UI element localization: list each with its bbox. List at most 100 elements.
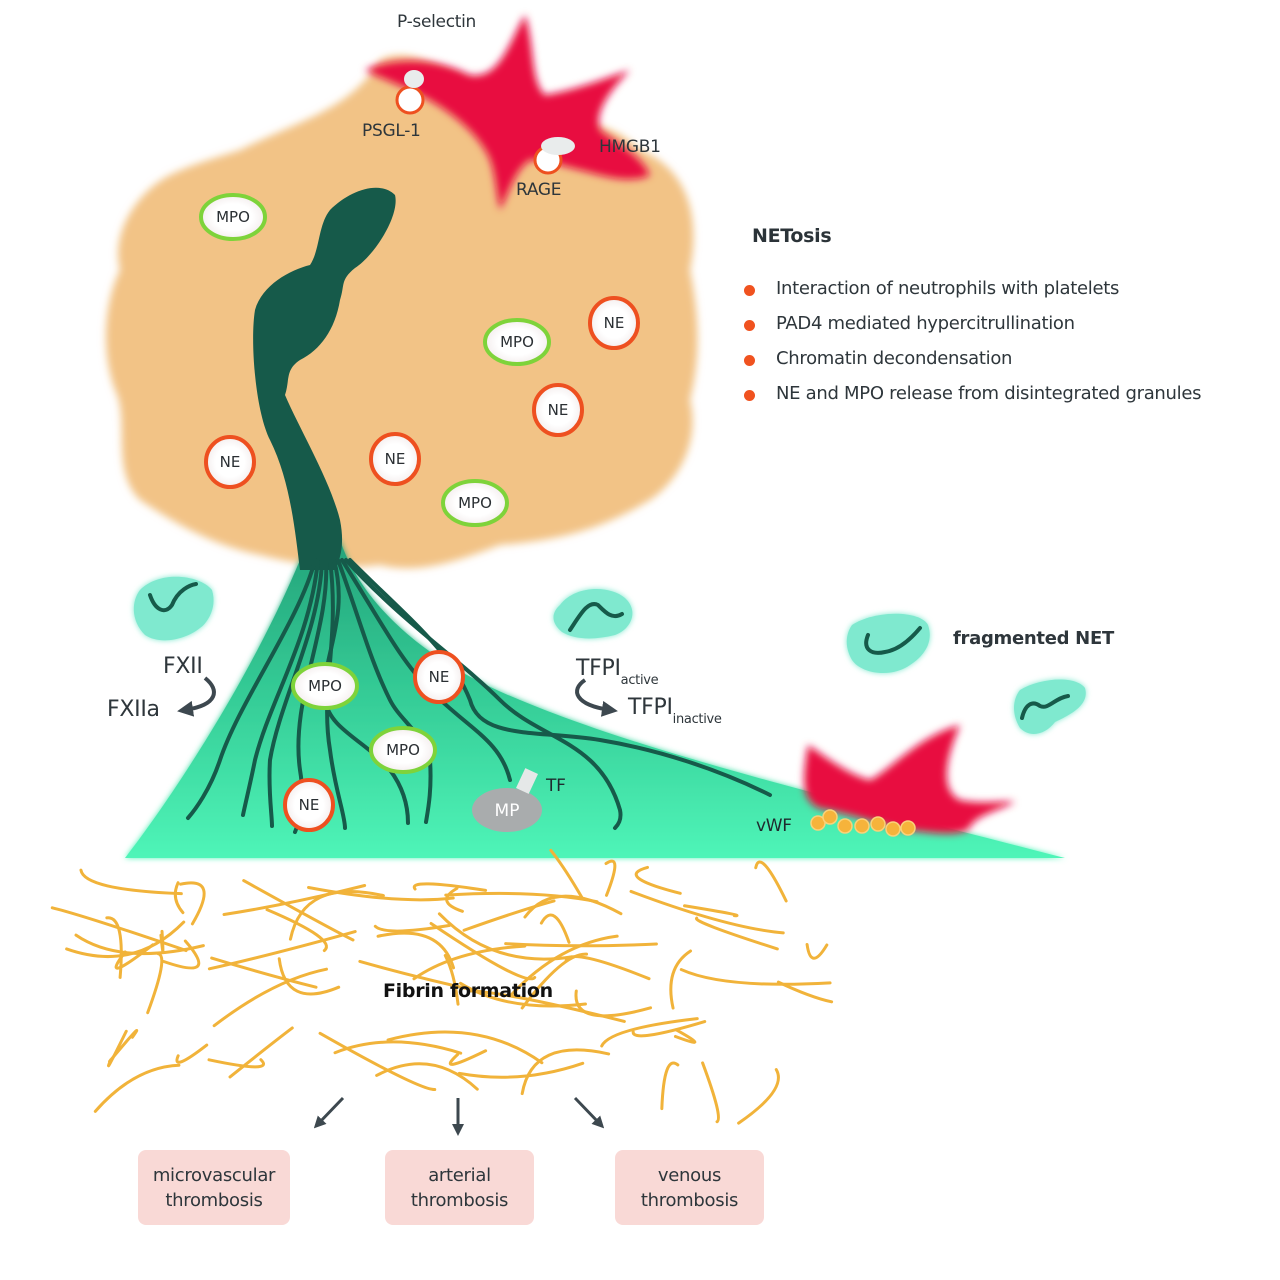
fibrin-strand: [520, 952, 589, 1010]
bullet-icon: [744, 390, 755, 401]
inactive-subscript: inactive: [672, 712, 722, 727]
fibrin-strand: [429, 921, 537, 981]
outcome-line: arterial: [428, 1164, 491, 1186]
psgl1-pselectin-receptor: [395, 70, 425, 115]
vwf-strand: [810, 809, 916, 837]
platelet-top: [365, 15, 650, 210]
fibrin-strand: [523, 894, 623, 919]
fibrin-formation-label: Fibrin formation: [383, 980, 553, 1002]
tfpi-active-label: TFPIactive: [576, 656, 659, 688]
mpo-granule: MPO: [369, 726, 437, 774]
fibrin-strand: [74, 933, 205, 956]
ne-granule: NE: [369, 432, 421, 486]
active-subscript: active: [620, 673, 659, 688]
fibrin-strand: [805, 942, 829, 960]
netosis-item-text: Chromatin decondensation: [776, 348, 1013, 369]
tfpi-text: TFPI: [628, 695, 673, 720]
fibrin-strand: [669, 949, 693, 1010]
fibrin-strand: [695, 916, 779, 951]
fibrin-strand: [179, 881, 206, 926]
fibrin-strand: [108, 1028, 139, 1063]
fibrin-strand: [175, 1043, 209, 1064]
fibrin-strand: [504, 942, 658, 948]
netosis-item-text: PAD4 mediated hypercitrullination: [776, 313, 1075, 334]
fibrin-strand: [277, 957, 341, 996]
fibrin-strand: [549, 848, 584, 899]
fibrin-strand: [210, 956, 318, 989]
tfpi-conversion-arrow: [575, 678, 618, 717]
fibrin-strand: [373, 923, 452, 933]
fibrin-strand: [376, 931, 456, 970]
fibrin-strand: [754, 860, 788, 903]
netosis-list: Interaction of neutrophils with platelet…: [744, 271, 1202, 411]
arrow-venous: [573, 1096, 605, 1129]
net-fragment: [133, 576, 214, 641]
fibrin-strand: [386, 1030, 544, 1065]
neutrophil-cell: [105, 55, 698, 569]
fibrin-strand: [159, 929, 165, 953]
mpo-label: MPO: [458, 494, 492, 512]
mpo-granule: MPO: [441, 479, 509, 527]
outcome-line: thrombosis: [165, 1189, 263, 1211]
fibrin-strand: [333, 1040, 463, 1055]
tfpi-inactive-label: TFPIinactive: [628, 695, 722, 727]
net-fragment: [553, 588, 633, 639]
mpo-label: MPO: [500, 333, 534, 351]
netosis-item: NE and MPO release from disintegrated gr…: [744, 376, 1202, 411]
ne-granule: NE: [532, 383, 584, 437]
fibrin-strand: [443, 953, 460, 1006]
ne-label: NE: [385, 450, 406, 468]
fibrin-strand: [228, 1026, 294, 1079]
fibrin-strand: [679, 968, 832, 986]
rage-label: RAGE: [516, 180, 562, 200]
fibrin-strand: [673, 1028, 697, 1044]
ne-granule: NE: [283, 778, 335, 832]
fibrin-strand: [629, 889, 785, 935]
fibrin-strand: [93, 1063, 181, 1113]
ne-label: NE: [429, 668, 450, 686]
bullet-icon: [744, 320, 755, 331]
fibrin-strand: [222, 884, 367, 916]
outcome-line: thrombosis: [410, 1189, 509, 1211]
fibrin-strand: [318, 1031, 437, 1092]
fibrin-strand: [448, 1049, 488, 1066]
fibrin-strand: [105, 916, 123, 979]
fibrin-strand: [600, 1017, 699, 1048]
fibrin-strand: [265, 908, 328, 953]
bullet-icon: [744, 285, 755, 296]
mp-label: MP: [495, 801, 520, 821]
fibrin-strand: [737, 1068, 780, 1125]
fibrin-strand: [375, 1062, 479, 1091]
tf-label: TF: [546, 776, 566, 796]
mpo-label: MPO: [308, 677, 342, 695]
fibrin-strand: [604, 859, 617, 897]
fibrin-strand: [520, 1048, 611, 1096]
granules: MPO MPO MPO NE NE NE NE MPO MPO NE NE: [199, 193, 640, 832]
outcome-line: thrombosis: [640, 1189, 739, 1211]
fxii-conversion-arrow: [177, 676, 216, 717]
fibrin-strand: [207, 930, 357, 971]
platelet-right: [804, 725, 1015, 834]
hmgb1-label: HMGB1: [599, 137, 661, 157]
outcome-microvascular-thrombosis: microvascular thrombosis: [138, 1150, 290, 1225]
outcome-arterial-thrombosis: arterial thrombosis: [385, 1150, 534, 1225]
outcome-line: microvascular: [152, 1164, 276, 1186]
fibrin-strand: [701, 1061, 720, 1124]
fibrin-strand: [660, 1061, 680, 1111]
fibrin-strand: [510, 934, 619, 996]
fxiia-label: FXIIa: [107, 697, 160, 722]
fxii-label: FXII: [163, 654, 203, 679]
fragmented-net-pieces: [133, 576, 1086, 734]
fibrin-strand: [634, 865, 682, 895]
fibrin-strand: [412, 882, 488, 892]
fibrin-strand: [79, 868, 183, 896]
chromatin-strands: [186, 558, 772, 834]
rage-hmgb1-receptor: [533, 137, 575, 175]
fibrin-strand: [173, 881, 185, 915]
netosis-item: Interaction of neutrophils with platelet…: [744, 271, 1201, 306]
outcome-arrows: [313, 1096, 605, 1136]
fibrin-strand: [207, 1058, 265, 1069]
ne-label: NE: [548, 401, 569, 419]
